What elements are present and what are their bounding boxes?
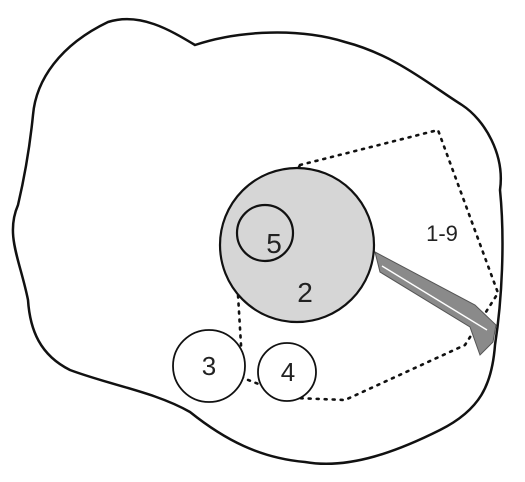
- label-region-4: 4: [281, 357, 295, 387]
- shaded-wedge: [375, 252, 496, 355]
- label-region-3: 3: [202, 351, 216, 381]
- label-region-1-9: 1-9: [426, 221, 458, 246]
- wedge-highlight: [382, 266, 487, 330]
- label-region-2: 2: [297, 277, 313, 308]
- label-region-5: 5: [266, 228, 282, 259]
- circle-region-5: [237, 205, 293, 261]
